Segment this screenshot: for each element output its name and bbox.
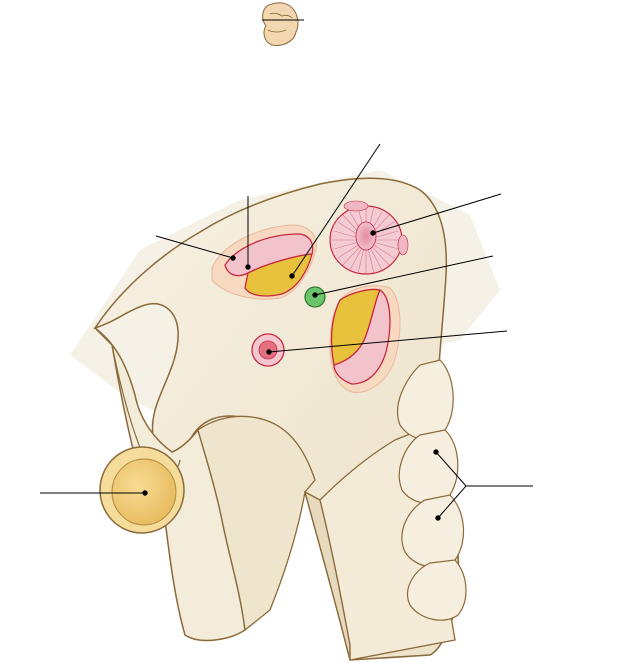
leader-line-5 bbox=[314, 255, 494, 296]
leader-line-3 bbox=[291, 143, 381, 277]
leader-dot-3 bbox=[289, 273, 295, 279]
leader-dot-6 bbox=[266, 349, 272, 355]
mesonephric-bulges bbox=[396, 359, 467, 621]
leader-dot-4 bbox=[370, 230, 376, 236]
gut-region-fold bbox=[197, 415, 316, 632]
leader-line-1 bbox=[155, 235, 234, 259]
leader-dot-7 bbox=[142, 490, 148, 496]
neural-tube bbox=[329, 200, 409, 275]
right-nephric-structure bbox=[329, 285, 401, 393]
leader-dot-1 bbox=[230, 255, 236, 261]
leader-lines bbox=[40, 143, 533, 521]
bulge-4 bbox=[407, 559, 467, 621]
leader-dot-8a bbox=[433, 449, 439, 455]
leader-line-4 bbox=[372, 193, 502, 234]
leader-line-8b bbox=[437, 485, 467, 519]
small-pink-blob-top bbox=[343, 200, 369, 212]
yolk-sac bbox=[99, 446, 185, 534]
leader-dot-8b bbox=[435, 515, 441, 521]
leader-line-6 bbox=[268, 330, 508, 353]
leader-dot-2 bbox=[245, 264, 251, 270]
leader-dot-5 bbox=[312, 292, 318, 298]
leader-line-8a bbox=[435, 451, 467, 487]
orientation-embryo-icon bbox=[262, 2, 304, 46]
small-pink-blob-side bbox=[397, 234, 409, 256]
